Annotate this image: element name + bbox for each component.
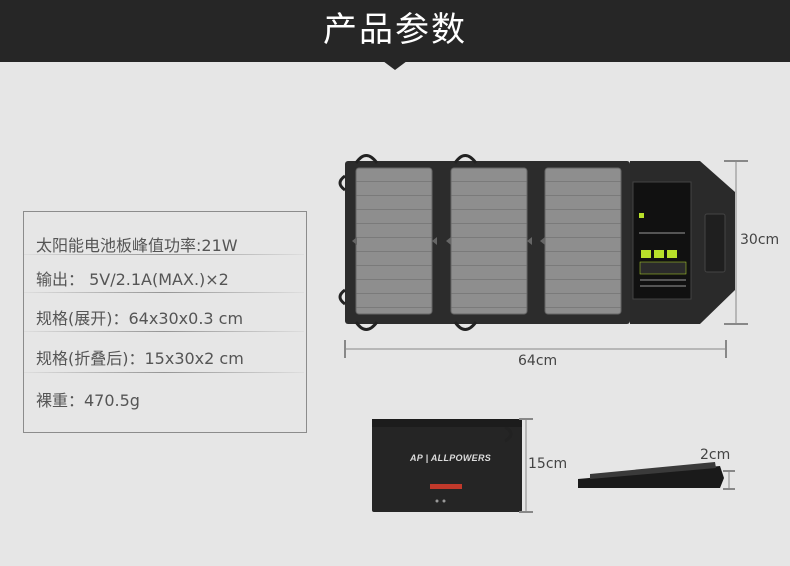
page-title: 产品参数: [323, 10, 467, 50]
spec-unfolded-size: 规格(展开)：64x30x0.3 cm: [36, 309, 244, 328]
spec-divider: [24, 254, 304, 255]
spec-divider: [24, 331, 304, 332]
label-2cm: 2cm: [700, 447, 731, 463]
solar-cell: [355, 167, 433, 315]
dimension-30cm: [724, 160, 748, 325]
spec-folded-size: 规格(折叠后)：15x30x2 cm: [36, 349, 244, 368]
spec-peak-power: 太阳能电池板峰值功率:21W: [36, 236, 238, 255]
label-64cm: 64cm: [518, 353, 558, 369]
spec-divider: [24, 292, 304, 293]
spec-output: 输出： 5V/2.1A(MAX.)×2: [36, 270, 229, 289]
unfolded-solar-panel: [338, 154, 735, 331]
header-pointer: [383, 61, 407, 70]
spec-divider: [24, 372, 304, 373]
label-30cm: 30cm: [740, 232, 780, 248]
solar-cell: [544, 167, 622, 315]
spec-net-weight: 裸重：470.5g: [36, 391, 140, 410]
folded-solar-panel: [372, 419, 522, 512]
solar-cell: [450, 167, 528, 315]
info-label: [632, 181, 692, 300]
dimension-64cm: [344, 340, 727, 358]
folded-panel-side-view: [578, 462, 724, 488]
dimension-15cm: [519, 418, 533, 513]
spec-panel: [23, 211, 307, 433]
brand-logo: AP | ALLPOWERS: [410, 453, 492, 463]
label-15cm: 15cm: [528, 456, 568, 472]
page-header: 产品参数: [0, 0, 790, 62]
dimension-2cm: [723, 470, 735, 490]
